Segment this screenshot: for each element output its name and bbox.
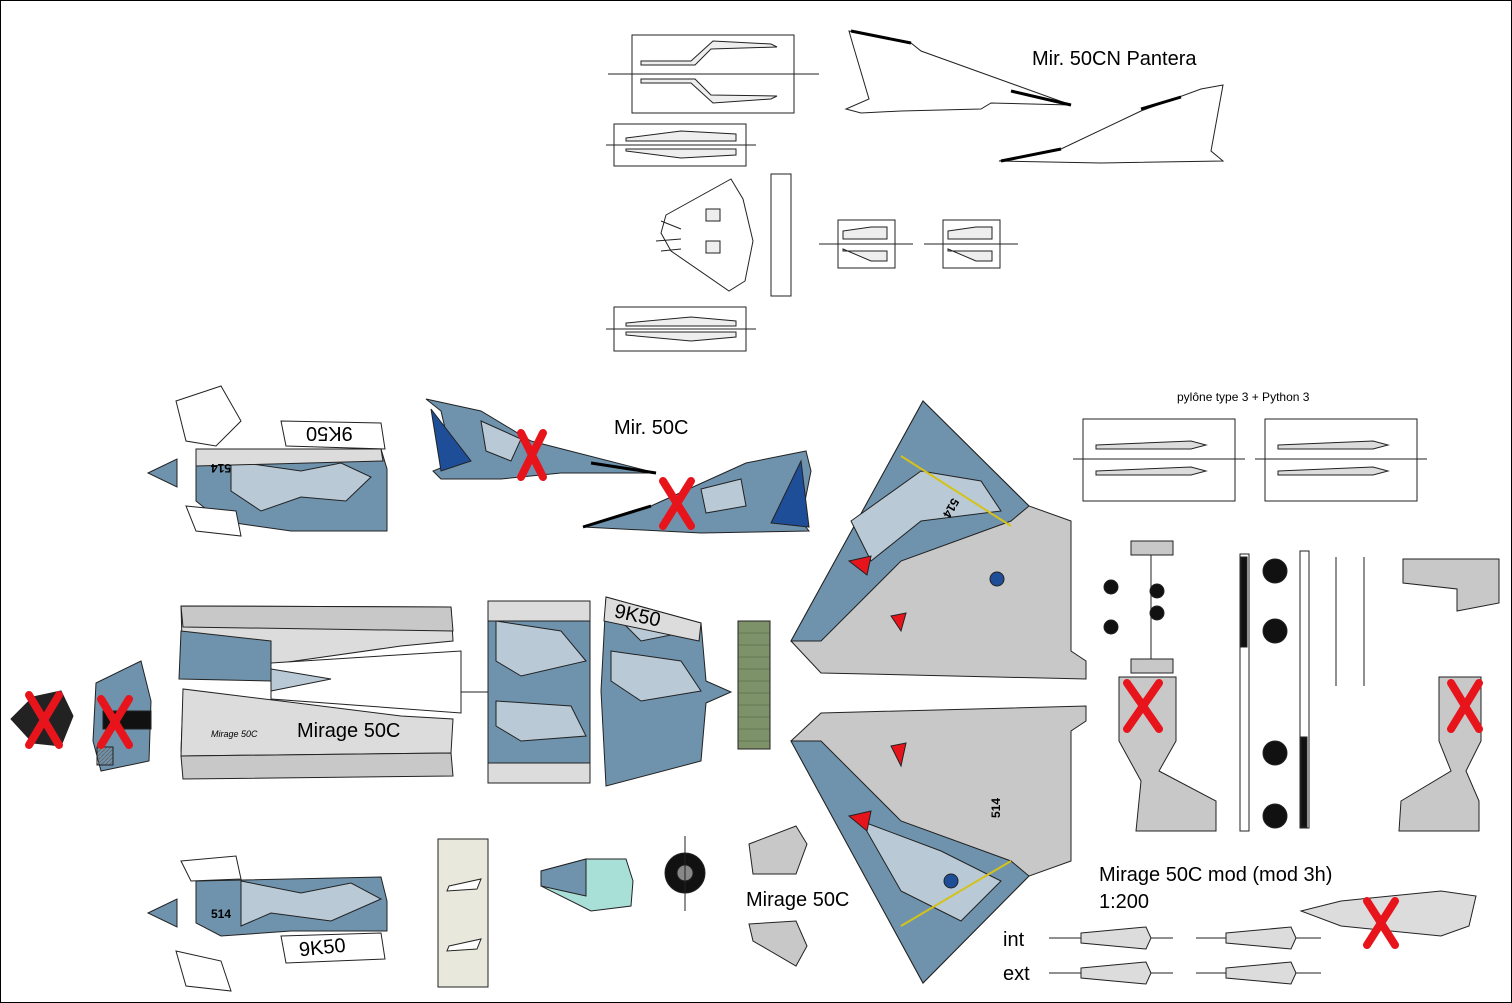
tail-number-bottom: 514 [211,907,232,921]
lower-wing-part [790,705,1087,984]
bottom-small-parts [437,825,808,988]
pylon-label: pylône type 3 + Python 3 [1177,390,1310,404]
exhaust-strip [737,620,771,750]
mir50c-tail-left [425,398,657,480]
sheet-scale: 1:200 [1099,891,1150,913]
fuselage-label: Mirage 50C [297,720,401,742]
pantera-fuselage-side-right [998,84,1225,164]
pantera-parts-group [606,29,1225,352]
lower-fuselage-part [146,855,388,992]
sheet-title: Mirage 50C mod (mod 3h) [1099,864,1333,886]
nose-cone-part [660,178,754,292]
reject-marks [25,429,1483,949]
drop-tank-parts [1049,890,1477,985]
wing-number-bottom: 514 [989,797,1004,819]
ext-label: ext [1003,963,1030,985]
nose-cone-rejected [10,660,152,772]
serial-marking-bottom: 9K50 [297,934,347,962]
python-missile-part-b [1255,418,1427,502]
strip-part [770,173,792,297]
upper-fuselage-part [146,385,388,537]
pantera-fuselage-side-left [844,30,1072,114]
python-missile-part-a [1073,418,1245,502]
center-fuselage-part [461,600,591,784]
tail-number-top: 514 [211,461,232,475]
landing-gear-parts [1103,540,1365,832]
serial-marking-top: 9K50 [306,422,353,444]
nose-script-marking: Mirage 50C [211,729,258,739]
intake-label: Mirage 50C [746,889,850,911]
mir50c-tail-right [582,450,812,534]
int-label: int [1003,929,1025,951]
upper-wing-part [790,400,1087,680]
mir50c-label: Mir. 50C [614,417,689,439]
rear-fuselage-part [600,596,733,787]
main-fuselage-part [178,605,462,780]
pantera-label: Mir. 50CN Pantera [1032,48,1197,70]
